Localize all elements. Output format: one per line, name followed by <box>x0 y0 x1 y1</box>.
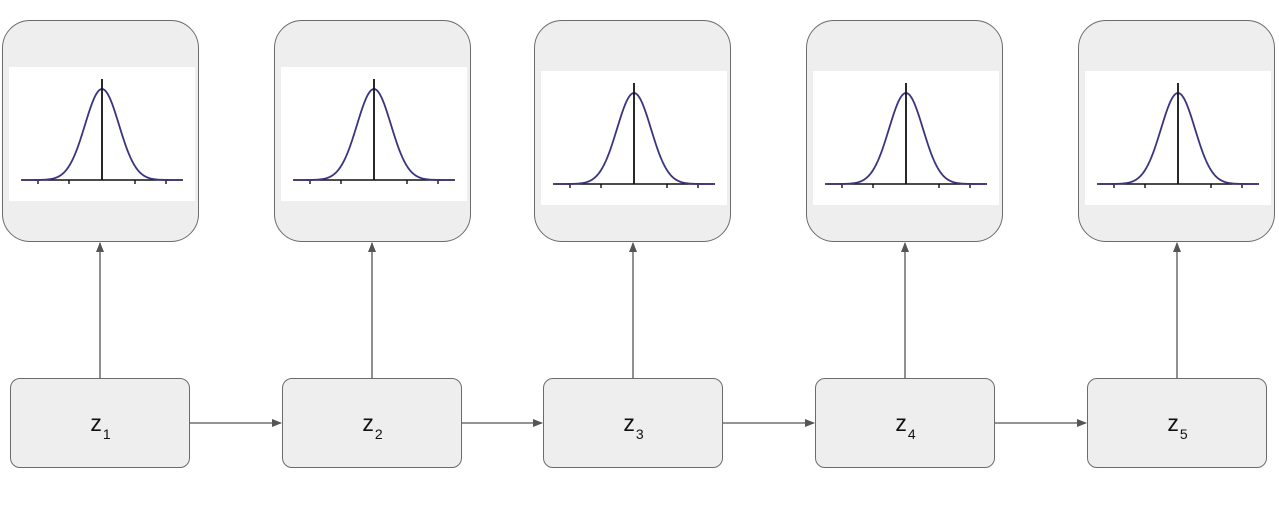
gaussian-curve-plot <box>293 79 455 184</box>
state-subscript: 2 <box>374 426 383 442</box>
gaussian-curve-plot <box>1097 83 1259 188</box>
state-subscript: 1 <box>102 426 111 442</box>
state-label: z4 <box>895 410 916 442</box>
state-label: z2 <box>362 410 383 442</box>
state-node-z4: z4 <box>815 378 995 468</box>
gaussian-plot <box>9 67 195 201</box>
state-label: z3 <box>623 410 644 442</box>
state-node-z2: z2 <box>282 378 462 468</box>
gaussian-curve-plot <box>825 83 987 188</box>
state-label: z1 <box>90 410 111 442</box>
state-node-z3: z3 <box>543 378 723 468</box>
emission-node-1 <box>2 20 199 242</box>
state-label: z5 <box>1167 410 1188 442</box>
emission-node-2 <box>274 20 471 242</box>
emission-node-5 <box>1078 20 1275 242</box>
emission-node-4 <box>806 20 1003 242</box>
gaussian-curve-plot <box>21 79 183 184</box>
gaussian-plot <box>541 71 727 205</box>
gaussian-plot <box>1085 71 1271 205</box>
state-node-z5: z5 <box>1087 378 1267 468</box>
emission-node-3 <box>534 20 731 242</box>
gaussian-plot <box>281 67 467 201</box>
gaussian-plot <box>813 71 999 205</box>
state-subscript: 4 <box>907 426 916 442</box>
gaussian-curve-plot <box>553 83 715 188</box>
state-subscript: 3 <box>635 426 644 442</box>
state-node-z1: z1 <box>10 378 190 468</box>
state-subscript: 5 <box>1179 426 1188 442</box>
